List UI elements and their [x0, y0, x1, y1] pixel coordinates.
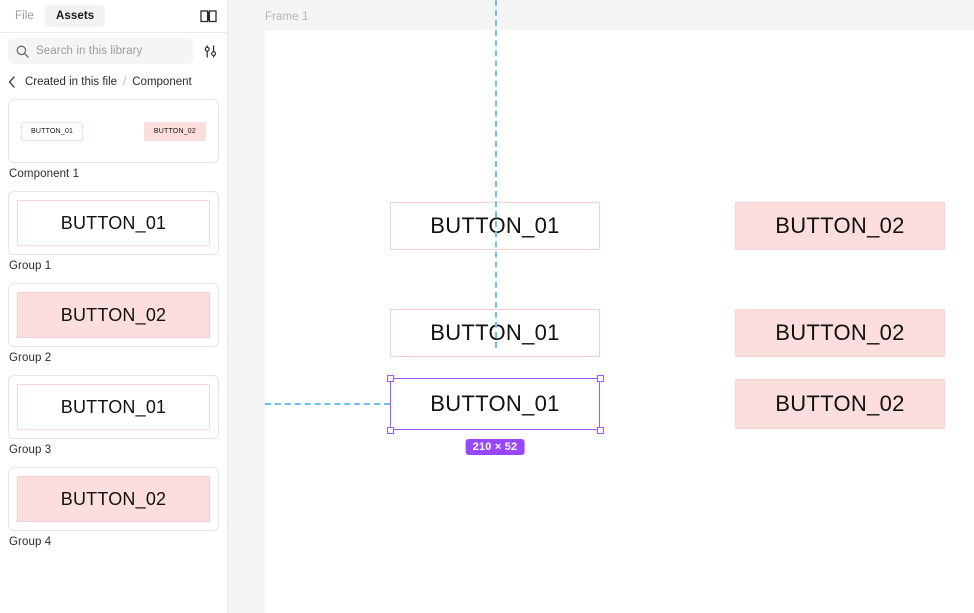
- asset-label: Group 4: [9, 536, 52, 548]
- search-input[interactable]: Search in this library: [8, 38, 193, 64]
- preview-chip: BUTTON_01: [21, 121, 84, 141]
- list-item[interactable]: BUTTON_01 Group 1: [8, 191, 219, 272]
- frame-label[interactable]: Frame 1: [265, 11, 309, 23]
- preview-chip: BUTTON_02: [143, 121, 206, 141]
- list-item[interactable]: BUTTON_01 Group 3: [8, 375, 219, 456]
- tab-assets[interactable]: Assets: [44, 5, 106, 27]
- preview-button: BUTTON_02: [17, 292, 210, 338]
- design-canvas[interactable]: Frame 1 BUTTON_01 BUTTON_02 BUTTON_01 BU…: [228, 0, 974, 613]
- breadcrumb-separator: /: [123, 76, 127, 88]
- canvas-button-selected[interactable]: BUTTON_01: [390, 378, 600, 430]
- breadcrumb-root[interactable]: Created in this file: [25, 76, 118, 88]
- search-icon: [16, 45, 29, 58]
- list-item[interactable]: BUTTON_02 Group 4: [8, 467, 219, 548]
- search-row: Search in this library: [0, 33, 227, 69]
- sidebar-tabbar: File Assets: [0, 0, 227, 33]
- canvas-button-6[interactable]: BUTTON_02: [735, 379, 945, 429]
- asset-preview-group-1[interactable]: BUTTON_01: [8, 191, 219, 255]
- asset-preview-group-3[interactable]: BUTTON_01: [8, 375, 219, 439]
- preview-button: BUTTON_01: [17, 384, 210, 430]
- book-icon[interactable]: [197, 5, 219, 27]
- sliders-icon[interactable]: [199, 40, 221, 62]
- preview-button: BUTTON_01: [17, 200, 210, 246]
- asset-preview-group-4[interactable]: BUTTON_02: [8, 467, 219, 531]
- preview-button: BUTTON_02: [17, 476, 210, 522]
- asset-label: Component 1: [9, 168, 80, 180]
- breadcrumb: Created in this file / Component: [0, 69, 227, 95]
- asset-preview-component-1[interactable]: BUTTON_01 BUTTON_02: [8, 99, 219, 163]
- search-placeholder: Search in this library: [36, 45, 143, 57]
- assets-sidebar: File Assets Search in this library: [0, 0, 228, 613]
- breadcrumb-current[interactable]: Component: [132, 76, 192, 88]
- asset-preview-group-2[interactable]: BUTTON_02: [8, 283, 219, 347]
- vertical-alignment-guide: [495, 0, 497, 348]
- asset-label: Group 1: [9, 260, 52, 272]
- canvas-button-4[interactable]: BUTTON_02: [735, 309, 945, 357]
- size-badge: 210 × 52: [465, 439, 525, 455]
- asset-list: BUTTON_01 BUTTON_02 Component 1 BUTTON_0…: [0, 95, 227, 613]
- tab-file[interactable]: File: [15, 10, 34, 22]
- asset-label: Group 3: [9, 444, 52, 456]
- list-item[interactable]: BUTTON_01 BUTTON_02 Component 1: [8, 99, 219, 180]
- horizontal-alignment-guide: [265, 403, 390, 405]
- canvas-button-2[interactable]: BUTTON_02: [735, 202, 945, 250]
- asset-label: Group 2: [9, 352, 52, 364]
- list-item[interactable]: BUTTON_02 Group 2: [8, 283, 219, 364]
- chevron-left-icon[interactable]: [5, 75, 19, 89]
